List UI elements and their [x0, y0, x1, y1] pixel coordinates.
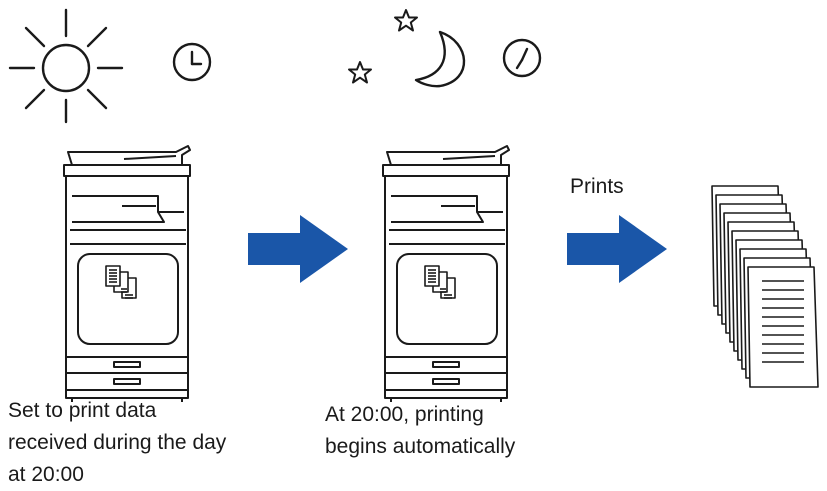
printer-icon [382, 145, 510, 403]
arrow-right-icon [567, 215, 667, 283]
star-icon [394, 9, 418, 32]
star-icon [348, 61, 372, 84]
clock-icon [172, 42, 212, 82]
step1-caption: Set to print data received during the da… [8, 395, 226, 491]
moon-icon [414, 30, 466, 88]
caption-line: received during the day [8, 431, 227, 454]
sun-icon [8, 8, 124, 124]
caption-line: At 20:00, printing [325, 403, 484, 426]
caption-line: Set to print data [8, 399, 157, 422]
arrow-right-icon [248, 215, 348, 283]
paper-sheet [747, 266, 819, 388]
caption-line: begins automatically [325, 435, 516, 458]
step2-caption: At 20:00, printing begins automatically [325, 399, 515, 463]
printer-icon [63, 145, 191, 403]
prints-label: Prints [570, 175, 624, 198]
clock-icon [502, 38, 542, 78]
paper-stack-icon [711, 185, 819, 388]
caption-line: at 20:00 [8, 463, 84, 486]
